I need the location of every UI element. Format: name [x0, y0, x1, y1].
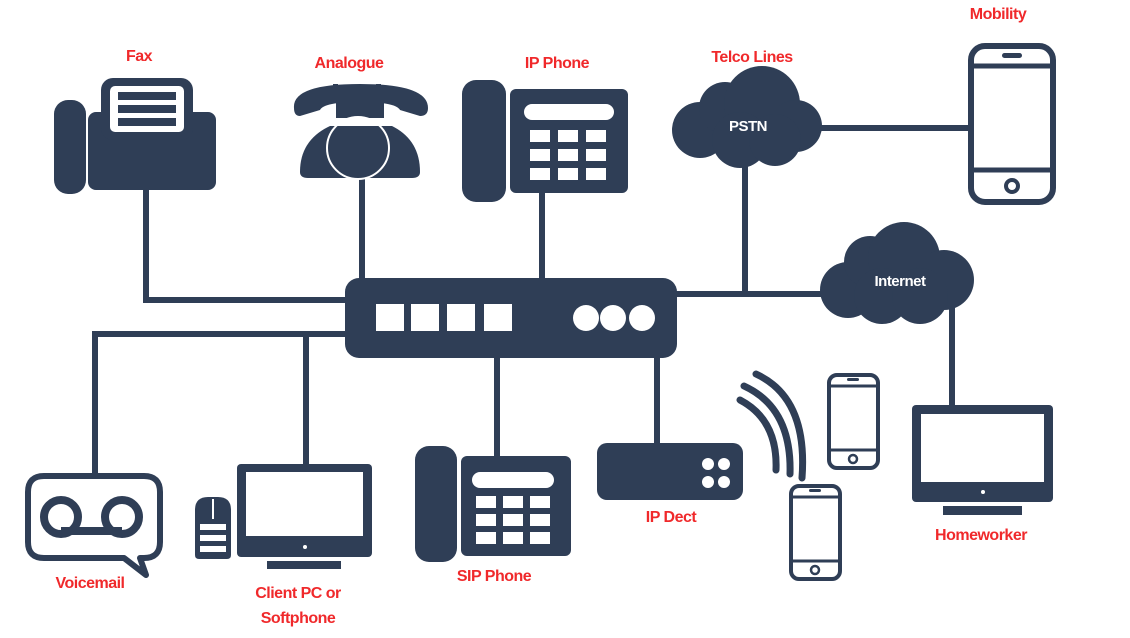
- pstn-cloud-icon[interactable]: [672, 66, 822, 168]
- ip-phone-label: IP Phone: [525, 55, 590, 72]
- client-pc-label-line1: Client PC or: [255, 585, 341, 602]
- fax-icon[interactable]: [54, 78, 216, 194]
- client-pc-icon[interactable]: [195, 464, 372, 569]
- dect-handset-icon[interactable]: [789, 484, 842, 581]
- analogue-phone-icon[interactable]: [293, 84, 428, 180]
- link-voicemail-pbx: [92, 331, 346, 475]
- fax-label: Fax: [126, 48, 153, 65]
- pbx-hub-icon[interactable]: [345, 278, 677, 358]
- ip-dect-label: IP Dect: [646, 509, 698, 526]
- ip-dect-base-icon[interactable]: [597, 443, 743, 500]
- client-pc-label-line2: Softphone: [261, 610, 336, 627]
- homeworker-label: Homeworker: [935, 527, 1027, 544]
- voicemail-label: Voicemail: [55, 575, 124, 592]
- telco-lines-label: Telco Lines: [711, 49, 793, 66]
- dect-handset-icon[interactable]: [827, 373, 880, 470]
- link-fax-pbx: [143, 188, 346, 303]
- ip-phone-icon[interactable]: [462, 80, 628, 202]
- internet-cloud-icon[interactable]: [820, 222, 974, 324]
- connection-lines: [92, 125, 972, 475]
- homeworker-monitor-icon[interactable]: [912, 405, 1053, 515]
- wireless-signal-icon: [736, 370, 807, 482]
- pstn-label: PSTN: [729, 118, 767, 135]
- sip-phone-label: SIP Phone: [457, 568, 532, 585]
- mobility-label: Mobility: [970, 6, 1027, 23]
- analogue-label: Analogue: [315, 55, 384, 72]
- voicemail-icon[interactable]: [25, 473, 163, 578]
- internet-label: Internet: [874, 273, 926, 290]
- mobility-phone-icon[interactable]: [968, 43, 1056, 205]
- sip-phone-icon[interactable]: [415, 446, 571, 562]
